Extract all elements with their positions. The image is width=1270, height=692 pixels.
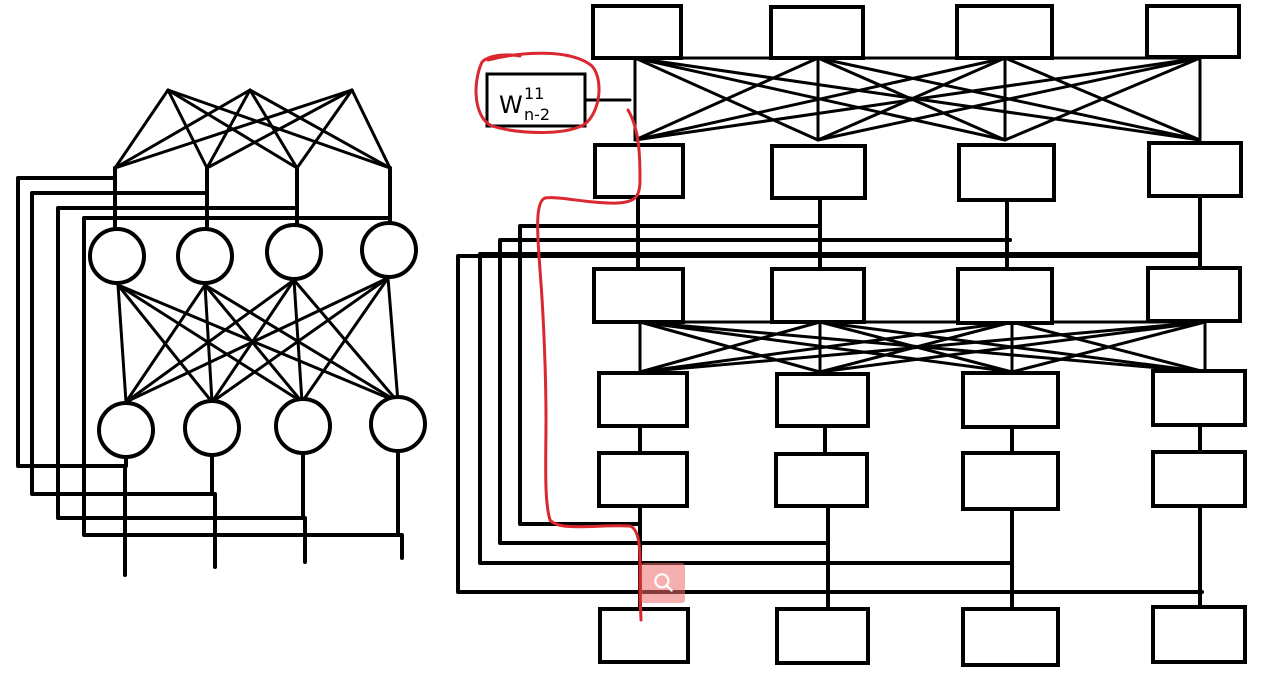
block-r1-c4 (1145, 4, 1241, 59)
block-r4-c2 (775, 372, 870, 428)
block-r6-c1 (598, 607, 690, 664)
left-middle-edges (116, 276, 400, 404)
block-r2-c4 (1147, 141, 1243, 198)
left-node-bottom-2 (183, 399, 241, 457)
weight-subscript: n-2 (524, 105, 550, 124)
right-middle-cross-edges (638, 320, 1207, 374)
block-r6-c3 (961, 607, 1060, 667)
highlight-circle (474, 51, 601, 134)
left-node-top-1 (88, 227, 146, 285)
block-r6-c4 (1151, 605, 1247, 664)
block-r2-c2 (770, 144, 867, 200)
weight-label-box: W 11 n-2 (485, 72, 587, 128)
search-overlay-button[interactable] (641, 563, 685, 603)
block-r5-c4 (1151, 450, 1247, 508)
block-r1-c1 (591, 4, 683, 60)
left-node-top-2 (176, 227, 234, 285)
block-r3-c2 (770, 267, 866, 324)
block-r5-c2 (774, 452, 869, 508)
left-node-bottom-1 (97, 401, 155, 459)
block-r1-c2 (769, 5, 865, 60)
block-r4-c3 (961, 371, 1060, 429)
block-r6-c2 (775, 607, 870, 665)
weight-superscript: 11 (524, 84, 544, 103)
block-r4-c4 (1151, 369, 1247, 427)
block-r3-c4 (1146, 266, 1242, 323)
highlight-path (536, 108, 643, 622)
block-r2-c3 (957, 143, 1056, 202)
left-node-bottom-3 (274, 397, 332, 455)
right-network: W 11 n-2 (456, 4, 1247, 667)
block-r3-c1 (592, 267, 685, 324)
left-node-top-3 (265, 223, 323, 281)
right-top-cross-edges (633, 56, 1202, 142)
block-r1-c3 (955, 4, 1054, 60)
block-r4-c1 (597, 371, 689, 428)
weight-symbol: W (499, 91, 523, 119)
block-r5-c1 (597, 451, 689, 508)
left-node-bottom-4 (369, 395, 427, 453)
left-node-top-4 (360, 221, 418, 279)
block-r5-c3 (961, 451, 1060, 511)
left-top-edges (113, 88, 392, 170)
search-icon (654, 573, 673, 592)
left-network (16, 88, 427, 577)
block-r3-c3 (956, 267, 1054, 325)
